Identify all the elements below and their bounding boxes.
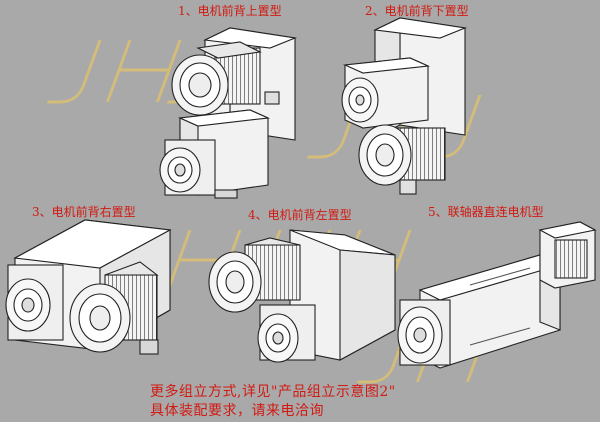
assembly-2-illustration [341, 17, 468, 195]
assembly-4-illustration [208, 229, 396, 363]
assembly-3-illustration [5, 219, 172, 355]
caption-assembly-2: 2、电机前背下置型 [365, 4, 469, 18]
caption-assembly-4: 4、电机前背左置型 [248, 208, 352, 222]
assembly-1-illustration [159, 27, 298, 199]
caption-assembly-3: 3、电机前背右置型 [32, 205, 136, 219]
caption-assembly-5: 5、联轴器直连电机型 [428, 205, 544, 219]
assembly-5-illustration [397, 221, 597, 369]
footer-note-line-2: 具体装配要求，请来电洽询 [150, 403, 324, 419]
footer-note-line-1: 更多组立方式,详见"产品组立示意图2" [150, 384, 396, 400]
caption-assembly-1: 1、电机前背上置型 [178, 4, 282, 18]
